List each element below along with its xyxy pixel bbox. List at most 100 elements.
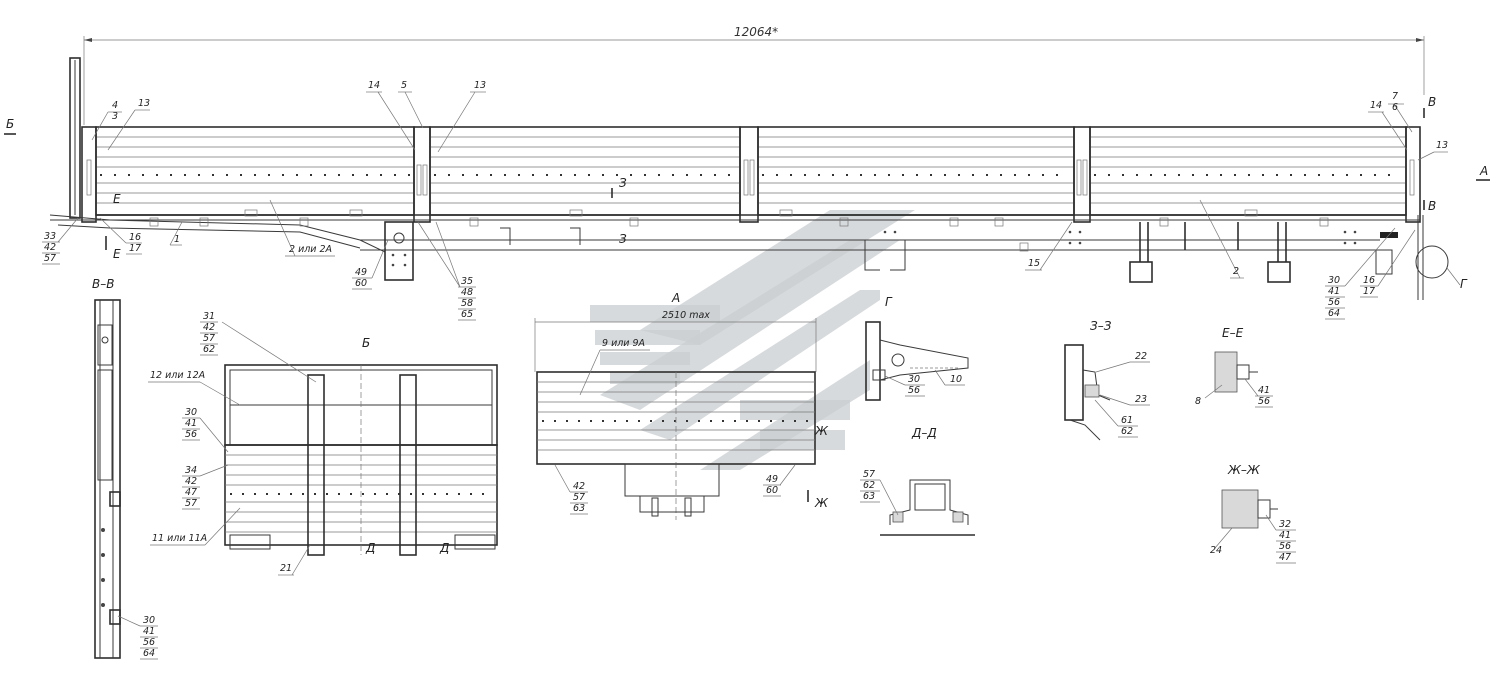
callout-10: 10 — [950, 374, 962, 385]
callout-56-zh: 56 — [1279, 541, 1291, 552]
callout-33: 33 — [44, 231, 56, 242]
e-marker-2: Е — [113, 247, 121, 261]
callout-30-vv: 30 — [143, 615, 155, 626]
callout-8: 8 — [1195, 396, 1201, 407]
section-markers: Б А В В З З Е Е Ж Ж — [4, 95, 1490, 510]
v-marker-bottom: В — [1428, 199, 1436, 213]
view-g-title: Г — [885, 295, 893, 309]
callout-17-left: 17 — [129, 243, 141, 254]
callout-56-e: 56 — [1258, 396, 1270, 407]
callout-30-g: 30 — [908, 374, 920, 385]
callout-23: 23 — [1135, 394, 1147, 405]
callout-56-vv: 56 — [143, 637, 155, 648]
callout-57-b: 57 — [203, 333, 215, 344]
callout-2-or-2a: 2 или 2А — [289, 244, 332, 255]
callout-15: 15 — [1028, 258, 1040, 269]
e-marker: Е — [113, 192, 121, 206]
zh-marker-2: Ж — [814, 496, 829, 510]
callout-34: 34 — [185, 465, 197, 476]
callout-13-left: 13 — [138, 98, 150, 109]
section-d-d-title: Д–Д — [911, 426, 937, 440]
view-a: А 2510 max 9 или 9А 42 57 63 49 60 — [534, 291, 817, 520]
section-z-z: З–З 22 23 61 62 — [1064, 319, 1150, 441]
view-v-v: В–В 30 41 56 64 — [92, 277, 158, 660]
callout-41-e: 41 — [1258, 385, 1270, 396]
callout-1: 1 — [174, 234, 180, 245]
callout-48: 48 — [461, 287, 473, 298]
callout-3: 3 — [112, 111, 118, 122]
callout-62-b: 62 — [203, 344, 215, 355]
callout-6: 6 — [1392, 102, 1398, 113]
callout-64-vv: 64 — [143, 648, 155, 659]
callout-35: 35 — [461, 276, 473, 287]
callout-41-b: 41 — [185, 418, 197, 429]
callout-60-a-view: 60 — [766, 485, 778, 496]
z-marker-2: З — [619, 232, 627, 246]
callout-62-z: 62 — [1121, 426, 1133, 437]
callout-41-right: 41 — [1328, 286, 1340, 297]
callout-47-zh: 47 — [1279, 552, 1291, 563]
callout-57-a: 57 — [44, 253, 56, 264]
callout-14-mid: 14 — [368, 80, 380, 91]
callout-2: 2 — [1233, 266, 1239, 277]
callout-56-b: 56 — [185, 429, 197, 440]
callout-30-right: 30 — [1328, 275, 1340, 286]
section-d-d: Д–Д 57 62 63 — [860, 426, 975, 536]
v-marker-top: В — [1428, 95, 1436, 109]
z-marker: З — [619, 176, 627, 190]
callout-13-right: 13 — [1436, 140, 1448, 151]
callout-41-vv: 41 — [143, 626, 155, 637]
callout-56-g: 56 — [908, 385, 920, 396]
view-v-v-title: В–В — [92, 277, 114, 291]
callout-5: 5 — [401, 80, 407, 91]
callout-58: 58 — [461, 298, 473, 309]
callout-60-top: 60 — [355, 278, 367, 289]
callout-32: 32 — [1279, 519, 1291, 530]
d-marker-2: Д — [439, 541, 449, 555]
callout-42-a-view: 42 — [573, 481, 585, 492]
section-zh-zh-title: Ж–Ж — [1227, 463, 1261, 477]
section-z-z-title: З–З — [1090, 319, 1112, 333]
callout-9: 9 или 9А — [602, 338, 645, 349]
callout-24: 24 — [1210, 545, 1222, 556]
callout-42-c: 42 — [185, 476, 197, 487]
view-b-title: Б — [362, 336, 370, 350]
callout-14-right: 14 — [1370, 100, 1382, 111]
callout-21: 21 — [280, 563, 292, 574]
callout-42-a: 42 — [44, 242, 56, 253]
callout-49-a-view: 49 — [766, 474, 778, 485]
view-b: Б Д Д 31 42 57 62 12 или 12А 30 41 — [148, 311, 498, 576]
zh-marker: Ж — [814, 424, 829, 438]
d-marker: Д — [365, 541, 375, 555]
callout-13-mid: 13 — [474, 80, 486, 91]
callout-16-right: 16 — [1363, 275, 1375, 286]
dimension-a-width: 2510 max — [662, 310, 710, 321]
callout-16-left: 16 — [129, 232, 141, 243]
callout-47-c: 47 — [185, 487, 197, 498]
callout-30-b: 30 — [185, 407, 197, 418]
overall-dimension: 12064* — [83, 25, 1425, 125]
callout-63-d: 63 — [863, 491, 875, 502]
section-e-e-title: Е–Е — [1222, 326, 1244, 340]
view-a-title: А — [671, 291, 680, 305]
main-side-view: Г — [49, 57, 1468, 300]
callout-64-right: 64 — [1328, 308, 1340, 319]
main-callouts: 4 3 13 14 5 13 14 7 6 13 33 42 57 16 17 — [42, 80, 1448, 321]
callout-17-right: 17 — [1363, 286, 1375, 297]
g-marker-label: Г — [1460, 277, 1468, 291]
callout-65: 65 — [461, 309, 473, 320]
section-zh-zh: Ж–Ж 24 32 41 56 47 — [1210, 463, 1296, 564]
callout-56-right: 56 — [1328, 297, 1340, 308]
callout-11: 11 или 11А — [152, 533, 207, 544]
callout-62-d: 62 — [863, 480, 875, 491]
callout-12: 12 или 12А — [150, 370, 205, 381]
callout-31: 31 — [203, 311, 215, 322]
callout-57-a-view: 57 — [573, 492, 585, 503]
callout-22: 22 — [1135, 351, 1147, 362]
callout-41-zh: 41 — [1279, 530, 1291, 541]
dimension-overall-text: 12064* — [734, 25, 778, 39]
section-e-e: Е–Е 8 41 56 — [1195, 326, 1273, 408]
b-label-left: Б — [6, 117, 14, 131]
callout-63-a-view: 63 — [573, 503, 585, 514]
